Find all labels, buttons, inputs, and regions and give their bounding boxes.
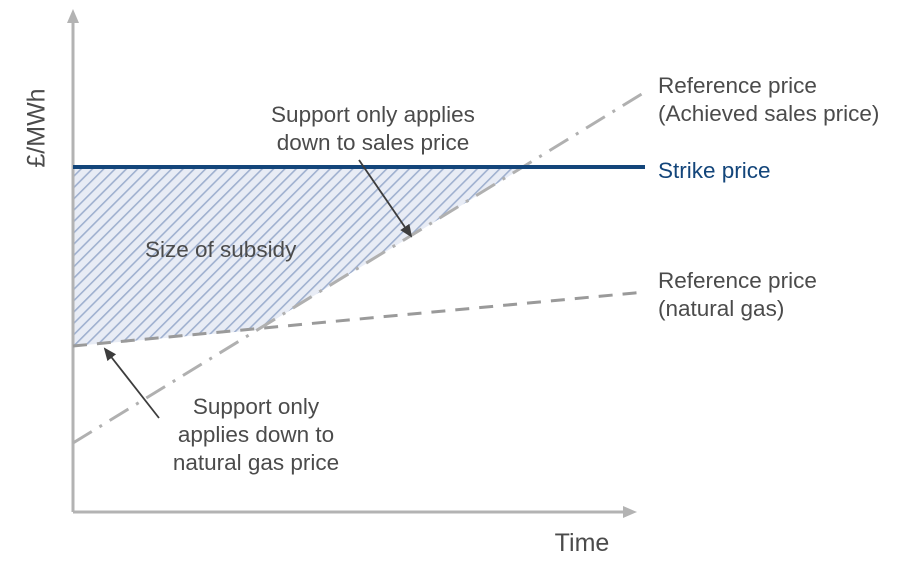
legend-item-reference-gas: Reference price (natural gas) xyxy=(658,268,817,321)
legend-item-reference-gas-line1: Reference price xyxy=(658,268,817,293)
legend-item-reference-achieved-line1: Reference price xyxy=(658,73,817,98)
annotation-sales-price-arrow xyxy=(358,159,413,238)
legend-item-strike-price: Strike price xyxy=(658,158,771,183)
legend-item-reference-achieved: Reference price (Achieved sales price) xyxy=(658,73,879,126)
annotation-natural-gas-line3: natural gas price xyxy=(173,450,339,475)
legend-item-reference-gas-line2: (natural gas) xyxy=(658,296,784,321)
y-axis-label: £/MWh xyxy=(23,88,51,167)
annotation-natural-gas-arrow xyxy=(103,347,160,419)
subsidy-region xyxy=(73,167,524,346)
annotation-natural-gas: Support only applies down to natural gas… xyxy=(103,347,339,475)
subsidy-region-label: Size of subsidy xyxy=(145,237,297,262)
annotation-natural-gas-line1: Support only xyxy=(193,394,320,419)
legend-item-reference-achieved-line2: (Achieved sales price) xyxy=(658,101,879,126)
legend-item-strike-price-label: Strike price xyxy=(658,158,771,183)
annotation-sales-price-line2: down to sales price xyxy=(277,130,470,155)
x-axis-label: Time xyxy=(555,529,610,557)
annotation-sales-price: Support only applies down to sales price xyxy=(271,102,475,238)
annotation-natural-gas-line2: applies down to xyxy=(178,422,334,447)
series-reference-price-achieved-sales xyxy=(72,90,646,445)
annotation-sales-price-line1: Support only applies xyxy=(271,102,475,127)
legend: Reference price (Achieved sales price) S… xyxy=(658,73,879,321)
